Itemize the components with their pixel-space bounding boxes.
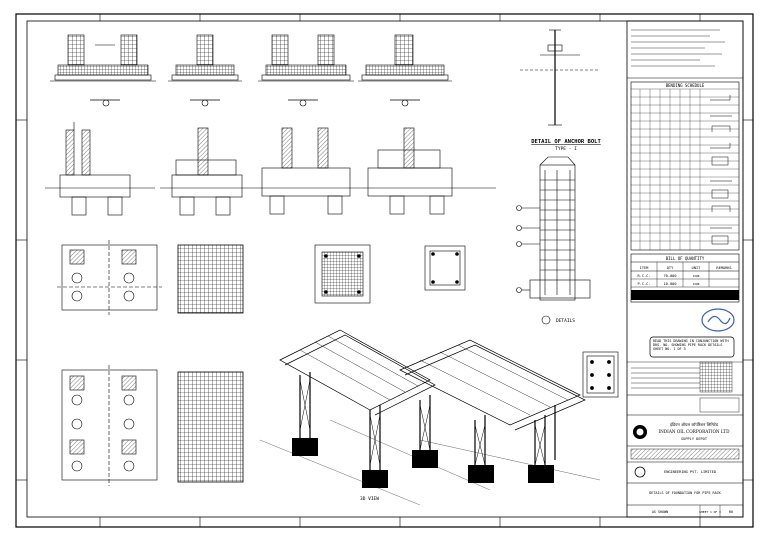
boq-row-2-qty: 10.000 bbox=[664, 282, 677, 286]
pedestal-section-2 bbox=[160, 127, 250, 216]
bill-of-quantity-title: BILL OF QUANTITY bbox=[666, 256, 705, 261]
boq-header-qty: QTY bbox=[667, 266, 674, 270]
raft-mesh-plan-1 bbox=[177, 244, 244, 314]
detail-anchor-bolt-subtitle: TYPE - I bbox=[555, 146, 577, 152]
pedestal-section-4 bbox=[360, 127, 496, 215]
pedestal-section-plan bbox=[314, 244, 371, 304]
section-b bbox=[168, 34, 242, 107]
title-block bbox=[626, 20, 744, 518]
detail-anchor-bolt-title: DETAIL OF ANCHOR BOLT bbox=[531, 139, 601, 145]
owner-hindi: इंडियन ऑयल कॉर्पोरेशन लिमिटेड bbox=[670, 422, 719, 427]
boq-header-item: ITEM bbox=[640, 266, 649, 270]
pedestal-section-row-2 bbox=[45, 122, 496, 216]
outer-border bbox=[15, 13, 754, 528]
typical-pedestal-section bbox=[424, 245, 466, 291]
boq-row-2-unit: cum bbox=[693, 282, 700, 286]
project-name: SUPPLY DEPOT bbox=[681, 437, 708, 441]
bending-schedule-title: BENDING SCHEDULE bbox=[666, 83, 705, 88]
scale-label: AS SHOWN bbox=[652, 510, 668, 514]
pedestal-section-1 bbox=[45, 122, 155, 216]
anchor-bolt-detail bbox=[520, 29, 600, 126]
details-header: DETAILS bbox=[556, 318, 575, 324]
boq-row-1-item: R.C.C. bbox=[638, 274, 651, 278]
section-d bbox=[358, 34, 452, 107]
boq-row-2-item: P.C.C. bbox=[638, 282, 651, 286]
rev-label: R0 bbox=[729, 510, 733, 514]
sheet-label: SHEET 1 OF 3 bbox=[699, 510, 721, 514]
contractor-name: ENGINEERING PVT. LIMITED bbox=[664, 470, 716, 474]
footing-plan-2 bbox=[61, 365, 158, 486]
foundation-section-row-1 bbox=[50, 34, 452, 107]
section-a bbox=[50, 34, 156, 107]
boq-header-remarks: REMARKS bbox=[716, 266, 731, 270]
owner-name: INDIAN OIL CORPORATION LTD bbox=[658, 429, 730, 434]
note-box-text: READ THIS DRAWING IN CONJUNCTION WITH DR… bbox=[653, 339, 729, 352]
boq-row-1-qty: 70.000 bbox=[664, 274, 677, 278]
raft-mesh-plan-2 bbox=[177, 371, 244, 483]
footing-plan-1 bbox=[57, 240, 162, 315]
pipe-rack-3d-view bbox=[259, 329, 601, 506]
pedestal-elevation bbox=[516, 156, 591, 325]
boq-header-unit: UNIT bbox=[692, 266, 701, 270]
section-c bbox=[258, 34, 354, 107]
pedestal-section-3 bbox=[250, 127, 360, 215]
border-ticks bbox=[16, 14, 753, 527]
boq-row-1-unit: cum bbox=[693, 274, 700, 278]
drawing-title: DETAILS OF FOUNDATION FOR PIPE RACK bbox=[649, 491, 721, 495]
view-3d-label: 3D VIEW bbox=[360, 496, 379, 502]
base-plate-detail bbox=[582, 351, 619, 398]
